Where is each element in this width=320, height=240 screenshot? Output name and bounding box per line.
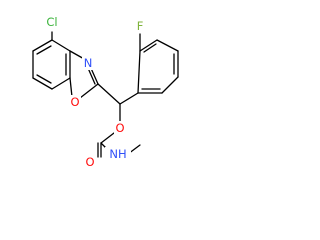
oxygen-label: O <box>70 95 79 109</box>
oxygen-label: O <box>115 121 124 135</box>
bond <box>139 39 158 52</box>
bond <box>36 74 52 84</box>
bond <box>36 45 52 55</box>
ester-oxygen-atom: O <box>114 121 126 135</box>
bond <box>97 83 121 105</box>
bond <box>143 43 157 53</box>
bond <box>137 50 141 94</box>
chlorine-label: Cl <box>46 15 57 29</box>
fluorine-label: F <box>137 19 144 33</box>
nitrogen-label: N <box>84 56 93 70</box>
oxazole-oxygen-atom: O <box>69 95 81 109</box>
bond <box>79 83 99 99</box>
oxazole-nitrogen-atom: N <box>82 56 94 70</box>
oxygen-label: O <box>85 155 94 169</box>
atom-labels: Cl N O F O O NH <box>41 15 146 169</box>
bond <box>161 76 179 94</box>
bond <box>32 77 53 90</box>
carbonyl-oxygen-atom: O <box>84 155 96 169</box>
molecule-diagram: Cl N O F O O NH <box>32 15 179 169</box>
chlorine-atom: Cl <box>41 15 63 29</box>
nh-label: NH <box>109 147 126 161</box>
bond <box>32 39 53 52</box>
bonds <box>32 31 179 158</box>
bond <box>100 132 115 144</box>
bond <box>51 77 71 90</box>
amine-nitrogen-atom: NH <box>105 147 131 161</box>
bond <box>87 67 96 85</box>
bond <box>156 39 179 52</box>
bond <box>51 39 71 52</box>
bond <box>69 77 73 98</box>
bond <box>119 92 139 105</box>
fluorine-atom: F <box>134 19 146 33</box>
structure-canvas: Cl N O F O O NH <box>0 0 202 183</box>
